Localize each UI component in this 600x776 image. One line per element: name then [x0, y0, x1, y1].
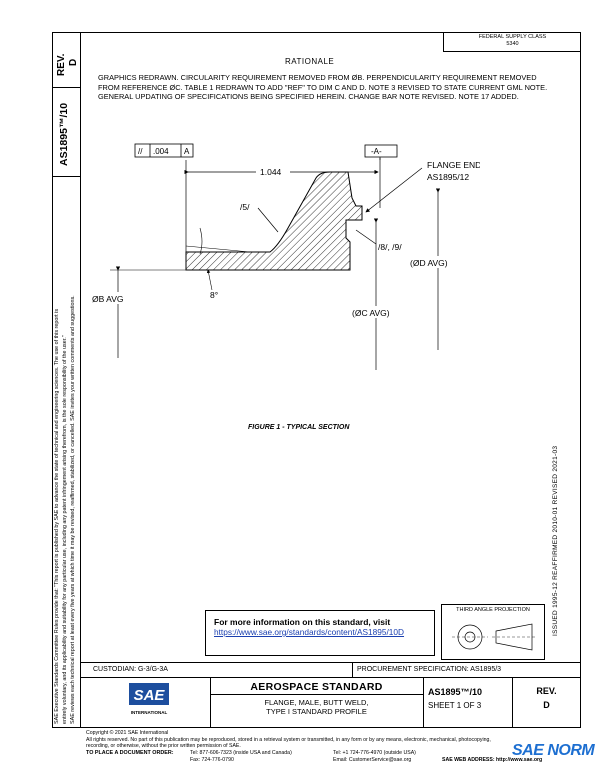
oc-avg: (ØC AVG)	[352, 308, 390, 318]
side-part-number: AS1895™/10	[58, 102, 70, 166]
titleblock-div2	[210, 677, 211, 728]
tb-rev-value: D	[543, 700, 550, 710]
info-title: For more information on this standard, v…	[214, 617, 391, 627]
titleblock-mid	[80, 677, 581, 678]
side-disclaimer-2: entirely voluntary, and its applicabilit…	[62, 335, 68, 724]
ob-bg	[88, 292, 144, 304]
tb-sheet: SHEET 1 OF 3	[428, 701, 482, 710]
sae-logo: SAE INTERNATIONAL	[124, 683, 174, 721]
info-url[interactable]: https://www.sae.org/standards/content/AS…	[214, 627, 405, 637]
side-strip-border	[80, 32, 81, 728]
tb-rev-label: REV.	[536, 686, 557, 696]
procurement: PROCUREMENT SPECIFICATION: AS1895/3	[357, 666, 502, 673]
od-bg	[405, 256, 463, 268]
tol-frame	[134, 143, 194, 158]
rationale-title: RATIONALE	[285, 57, 335, 66]
side-pn-divider	[52, 176, 80, 177]
footer-fax: Fax: 724-776-0790	[190, 757, 234, 763]
watermark: SAE NORM	[512, 742, 595, 760]
footer-tel1: Tel: 877-606-7323 (inside USA and Canada…	[190, 750, 292, 756]
third-angle-projection-icon	[452, 623, 536, 651]
typical-section-drawing: // .004 A -A- 1.044 FLANGE END PER AS189…	[88, 143, 480, 370]
footer-copyright: Copyright © 2021 SAE International	[86, 730, 169, 736]
side-rev-value: D	[68, 58, 79, 66]
footer-web[interactable]: SAE WEB ADDRESS: http://www.sae.org	[442, 757, 543, 763]
watermark-text: SAE NORM	[512, 742, 595, 759]
figure-caption: FIGURE 1 - TYPICAL SECTION	[248, 424, 350, 431]
flange-leader	[365, 167, 423, 213]
note5: /5/	[240, 202, 250, 212]
titleblock-std-divider	[210, 694, 423, 695]
footer-order-label: TO PLACE A DOCUMENT ORDER:	[86, 750, 174, 756]
ob-avg: ØB AVG	[92, 294, 124, 304]
rationale-text: GRAPHICS REDRAWN. CIRCULARITY REQUIREMEN…	[98, 73, 548, 101]
angle-leader	[206, 269, 213, 291]
od-avg: (ØD AVG)	[410, 258, 448, 268]
aerospace-standard: AEROSPACE STANDARD	[250, 681, 383, 693]
titleblock-div3	[423, 677, 424, 728]
projection-label: THIRD ANGLE PROJECTION	[456, 607, 530, 613]
projection-box: THIRD ANGLE PROJECTION	[441, 604, 545, 660]
tol-datum: A	[184, 147, 190, 156]
footer-rights2: recording, or otherwise, without the pri…	[86, 743, 241, 750]
federal-supply-stamp: FEDERAL SUPPLY CLASS 5340	[443, 32, 581, 52]
tb-part-number: AS1895™/10	[428, 687, 483, 697]
sae-logo-icon: SAE	[129, 683, 169, 705]
flange-line1: FLANGE END PER	[427, 160, 480, 170]
custodian: CUSTODIAN: G-3/G-3A	[93, 666, 168, 673]
tol-value: .004	[153, 147, 169, 156]
datum-frame	[364, 144, 398, 158]
svg-text:SAE: SAE	[134, 687, 166, 704]
stamp-line2: 5340	[506, 41, 519, 47]
footer-email: Email: CustomerService@sae.org	[333, 757, 412, 763]
desc-line1: FLANGE, MALE, BUTT WELD,	[264, 698, 369, 707]
dim-1044-bg	[256, 166, 290, 177]
sae-logo-sub: INTERNATIONAL	[130, 710, 168, 715]
titleblock-div4	[512, 677, 513, 728]
footer: Copyright © 2021 SAE International All r…	[86, 730, 556, 750]
side-disclaimer-3: SAE reviews each technical report at lea…	[70, 295, 76, 724]
note89: /8/, /9/	[378, 242, 402, 252]
side-rev-divider	[52, 87, 80, 88]
note5-leader	[257, 207, 279, 233]
oc-bg	[348, 306, 400, 318]
titleblock-top	[80, 662, 581, 663]
datum-label: -A-	[371, 147, 382, 156]
right-margin-dates: ISSUED 1995-12 REAFFIRMED 2010-01 REVISE…	[552, 445, 559, 636]
side-disclaimer-1: SAE Executive Standards Committee Rules …	[54, 308, 60, 724]
note89-leader	[355, 229, 377, 245]
footer-rights: All rights reserved. No part of this pub…	[86, 736, 491, 743]
footer-tel2: Tel: +1 724-776-4970 (outside USA)	[333, 750, 416, 756]
dim-1044: 1.044	[260, 167, 282, 177]
desc-line2: TYPE I STANDARD PROFILE	[266, 707, 367, 716]
flange-line2: AS1895/12	[427, 172, 469, 182]
side-rev-label: REV.	[56, 53, 67, 76]
angle-arc	[199, 227, 203, 255]
stamp-line1: FEDERAL SUPPLY CLASS	[478, 34, 547, 40]
footer-order: TO PLACE A DOCUMENT ORDER:	[86, 750, 174, 757]
angle: 8°	[210, 290, 218, 300]
info-box: For more information on this standard, v…	[205, 610, 435, 656]
titleblock-div1	[352, 662, 353, 677]
section-profile	[185, 171, 363, 271]
angle-ref	[185, 245, 251, 253]
tol-symbol: //	[138, 147, 143, 156]
drawing-frame	[52, 32, 581, 728]
